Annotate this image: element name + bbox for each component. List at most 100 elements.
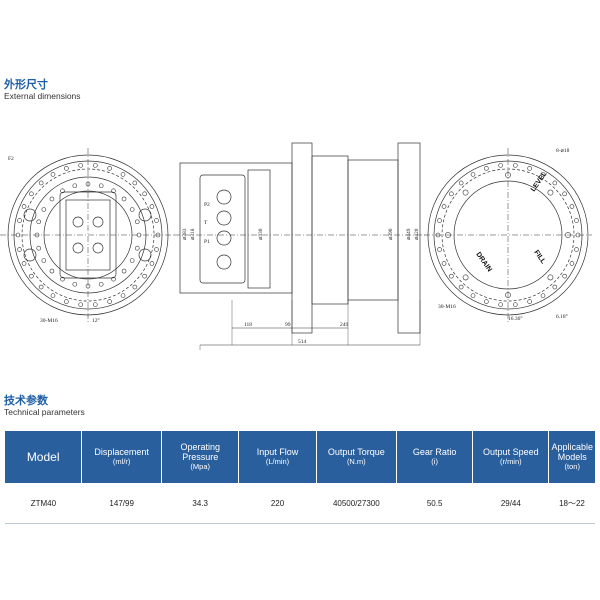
- header-output-torque: Output Torque (N.m): [316, 431, 398, 483]
- label-dim-249: 249: [340, 322, 349, 328]
- bolt-hole: [445, 232, 451, 238]
- dimensions-title-en: External dimensions: [4, 91, 81, 101]
- bolt-hole: [120, 172, 126, 177]
- bolt-hole: [513, 163, 518, 168]
- bolt-hole: [505, 292, 511, 298]
- bolt-hole: [111, 276, 116, 282]
- bolt-hole: [470, 293, 476, 298]
- bolt-hole: [50, 172, 56, 177]
- bolt-hole: [29, 273, 34, 279]
- bolt-hole: [441, 204, 447, 209]
- bolt-hole: [17, 247, 22, 252]
- header-displacement: Displacement (ml/r): [81, 431, 162, 483]
- bolt-hole: [72, 183, 78, 189]
- technical-drawing: F2 30-M16 12° P2 P1 T ⌀383 ⌀318 ⌀330 ⌀39…: [0, 142, 592, 350]
- cell-operating-pressure: 34.3: [161, 483, 239, 524]
- label-dia-right-1: ⌀390: [388, 228, 394, 240]
- cell-gear-ratio: 50.5: [396, 483, 473, 524]
- bolt-hole: [132, 284, 138, 290]
- bolt-hole: [547, 274, 554, 281]
- label-dim-99: 99: [285, 322, 291, 328]
- bolt-hole: [21, 204, 27, 209]
- header-operating-pressure: Operating Pressure (Mpa): [161, 431, 240, 483]
- label-dia-left-3: ⌀330: [258, 228, 264, 240]
- bolt-hole: [17, 218, 22, 223]
- cell-input-flow: 220: [238, 483, 317, 524]
- header-applicable-models: Applicable Models (ton): [548, 431, 595, 483]
- bolt-hole: [154, 218, 159, 223]
- cell-applicable-models: 18～22: [548, 483, 595, 524]
- dimensions-title-cn: 外形尺寸: [4, 78, 48, 91]
- bolt-hole: [85, 181, 91, 187]
- cell-displacement: 147/99: [81, 483, 162, 524]
- bolt-hole: [85, 283, 91, 289]
- bolt-hole: [462, 274, 469, 281]
- technical-title-en: Technical parameters: [4, 407, 85, 417]
- bolt-hole: [562, 191, 567, 197]
- bolt-hole: [78, 302, 83, 307]
- label-dia-left-1: ⌀383: [182, 228, 188, 240]
- bolt-hole: [93, 163, 98, 168]
- label-f2: F2: [8, 156, 14, 162]
- bolt-hole: [574, 218, 579, 223]
- label-p2: P2: [204, 202, 210, 208]
- bolt-hole: [484, 299, 489, 304]
- bolt-hole: [154, 247, 159, 252]
- bolt-hole: [562, 273, 567, 279]
- bolt-hole: [134, 219, 140, 225]
- label-p1: P1: [204, 239, 210, 245]
- bolt-hole: [136, 232, 142, 238]
- bolt-hole: [470, 172, 476, 177]
- bolt-hole: [547, 189, 554, 196]
- bolt-hole: [60, 188, 65, 194]
- technical-parameters-table: Model Displacement (ml/r) Operating Pres…: [5, 431, 595, 524]
- label-dia-right-2: ⌀449: [406, 228, 412, 240]
- bolt-hole: [569, 261, 575, 266]
- bolt-hole: [574, 247, 579, 252]
- label-right-bolts: 30-M16: [438, 304, 456, 310]
- bolt-hole: [552, 180, 558, 186]
- label-t: T: [204, 220, 208, 226]
- bolt-hole: [575, 232, 581, 238]
- bolt-hole: [107, 166, 112, 171]
- bolt-hole: [437, 247, 442, 252]
- header-gear-ratio: Gear Ratio (i): [396, 431, 474, 483]
- bolt-hole: [64, 299, 69, 304]
- bolt-hole: [435, 232, 441, 238]
- bolt-hole: [21, 261, 27, 266]
- label-dia-right-3: ⌀420: [414, 228, 420, 240]
- label-right-top: 8-⌀18: [556, 148, 570, 154]
- bolt-hole: [498, 163, 503, 168]
- bolt-hole: [64, 166, 69, 171]
- bolt-hole: [121, 196, 127, 202]
- bolt-hole: [29, 191, 34, 197]
- bolt-hole: [129, 258, 135, 263]
- bolt-hole: [98, 281, 104, 287]
- bolt-hole: [462, 189, 469, 196]
- bolt-hole: [36, 219, 42, 225]
- bolt-hole: [134, 245, 140, 251]
- label-left-angle: 12°: [92, 317, 100, 324]
- header-input-flow: Input Flow (L/min): [238, 431, 317, 483]
- header-output-speed: Output Speed (r/min): [472, 431, 550, 483]
- bolt-hole: [15, 232, 21, 238]
- bolt-hole: [72, 281, 78, 287]
- bolt-hole: [129, 207, 135, 212]
- bolt-hole: [505, 172, 511, 178]
- cell-output-torque: 40500/27300: [316, 483, 397, 524]
- bolt-hole: [36, 245, 42, 251]
- bolt-hole: [458, 180, 464, 186]
- label-left-bolts: 30-M16: [40, 318, 58, 324]
- header-model: Model: [5, 431, 83, 483]
- cell-model: ZTM40: [5, 483, 82, 524]
- bolt-hole: [569, 204, 575, 209]
- table-row: ZTM40 147/99 34.3 220 40500/27300 50.5 2…: [5, 483, 595, 524]
- bolt-hole: [149, 204, 155, 209]
- bolt-hole: [60, 276, 65, 282]
- label-dim-514: 514: [298, 339, 307, 345]
- bolt-hole: [142, 273, 147, 279]
- bolt-hole: [437, 218, 442, 223]
- bolt-hole: [49, 196, 55, 202]
- bolt-hole: [449, 191, 454, 197]
- bolt-hole: [498, 302, 503, 307]
